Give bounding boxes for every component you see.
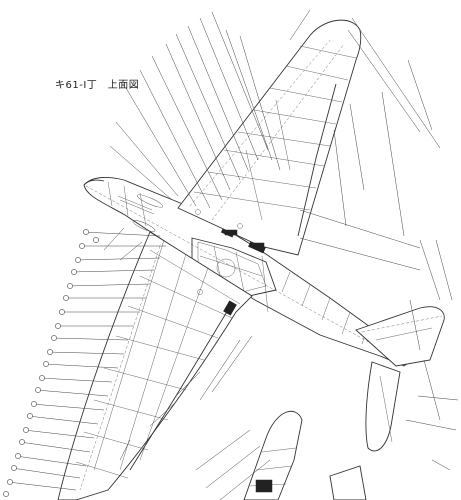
partial-view (243, 410, 367, 500)
horizontal-tail (355, 306, 445, 452)
top-leaders (109, 11, 281, 209)
left-wing (57, 231, 253, 500)
dimension-lines (289, 9, 459, 471)
drawing-title: キ61-Ⅰ丁 上面図 (55, 80, 140, 91)
right-wing (177, 19, 362, 256)
left-leaders (7, 227, 166, 491)
numbered-markers (3, 229, 99, 497)
fuselage (83, 177, 413, 367)
wing-label-ticks (119, 335, 271, 500)
